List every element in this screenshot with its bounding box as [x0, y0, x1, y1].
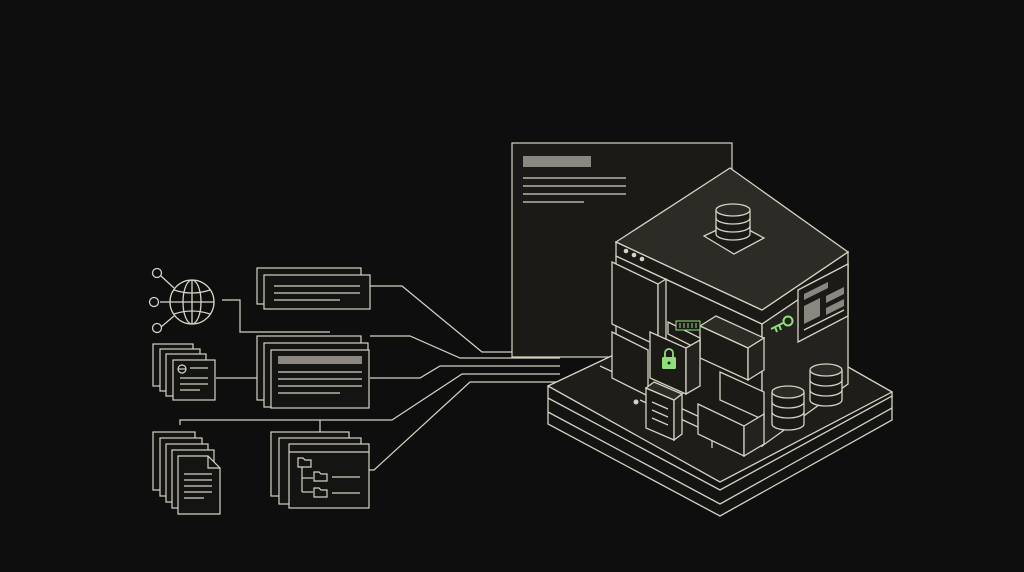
folder-tree-icon: [270, 431, 370, 509]
dashboard-panel: [797, 262, 849, 344]
document-stack-icon: [152, 431, 221, 515]
data-card-2: [256, 335, 370, 409]
connector-lines: [179, 285, 560, 471]
connector-card-2: [370, 335, 560, 359]
data-card-1: [256, 267, 371, 310]
stacked-documents-icon: [152, 343, 216, 401]
small-server-box: [644, 381, 684, 442]
globe-icon: [148, 267, 215, 334]
chip-label: [675, 320, 701, 331]
document-title-placeholder: [523, 156, 591, 167]
connector-folders: [368, 381, 560, 471]
padlock-icon: [649, 330, 701, 396]
connector-globe: [222, 299, 330, 333]
database-stack-front: [771, 385, 805, 431]
key-icon: [770, 315, 794, 333]
connector-doc-window: [370, 365, 560, 379]
database-stack-right: [809, 363, 843, 407]
connector-files: [179, 373, 560, 425]
cube-blocks: [611, 260, 766, 458]
database-icon: [702, 203, 766, 255]
